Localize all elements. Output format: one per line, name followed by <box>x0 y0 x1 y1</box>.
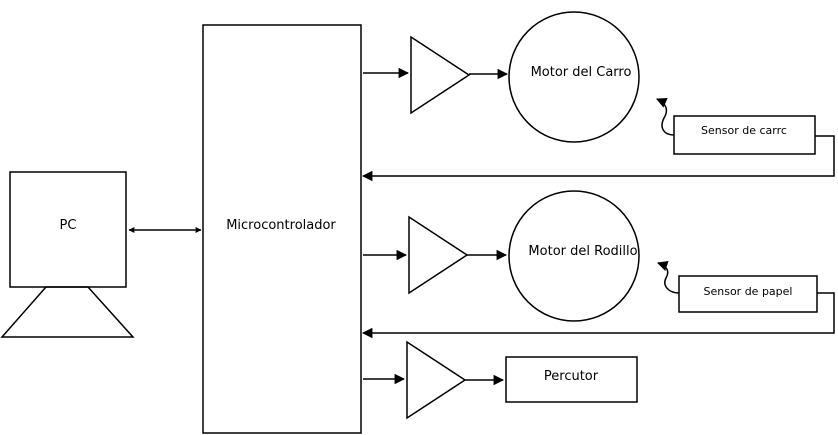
microcontroller-label: Microcontrolador <box>226 218 336 233</box>
amplifier-percutor <box>406 340 467 420</box>
sensor-carro-to-motor-arrow <box>656 98 675 136</box>
motor-carro-circle <box>508 11 640 143</box>
sensor-papel-label: Sensor de papel <box>704 285 793 298</box>
sensor-papel-to-motor-arrow <box>657 261 680 294</box>
microcontroller-box <box>202 24 362 434</box>
percutor-label: Percutor <box>544 369 599 384</box>
pc-monitor <box>9 171 127 288</box>
motor-carro-node: Motor del Carro <box>508 11 640 143</box>
percutor-node: Percutor <box>505 356 638 403</box>
microcontroller-node: Microcontrolador <box>202 24 362 434</box>
sensor-carro-node: Sensor de carrc <box>673 115 816 155</box>
pc-node: PC <box>0 171 135 338</box>
sensor-carro-feedback-line <box>361 135 835 182</box>
motor-rodillo-circle <box>508 190 640 322</box>
pc-stand <box>0 286 135 338</box>
motor-carro-label: Motor del Carro <box>531 65 632 80</box>
motor-rodillo-node: Motor del Rodillo <box>508 190 640 322</box>
percutor-box <box>505 356 638 403</box>
motor-rodillo-label: Motor del Rodillo <box>528 244 637 259</box>
sensor-carro-label: Sensor de carrc <box>701 124 787 137</box>
amplifier-carro <box>410 35 471 115</box>
amplifier-rodillo <box>408 215 469 295</box>
sensor-papel-node: Sensor de papel <box>678 275 818 313</box>
sensor-papel-feedback-line <box>361 292 835 339</box>
sensor-papel-box <box>678 275 818 313</box>
sensor-carro-box <box>673 115 816 155</box>
pc-label: PC <box>60 218 77 233</box>
